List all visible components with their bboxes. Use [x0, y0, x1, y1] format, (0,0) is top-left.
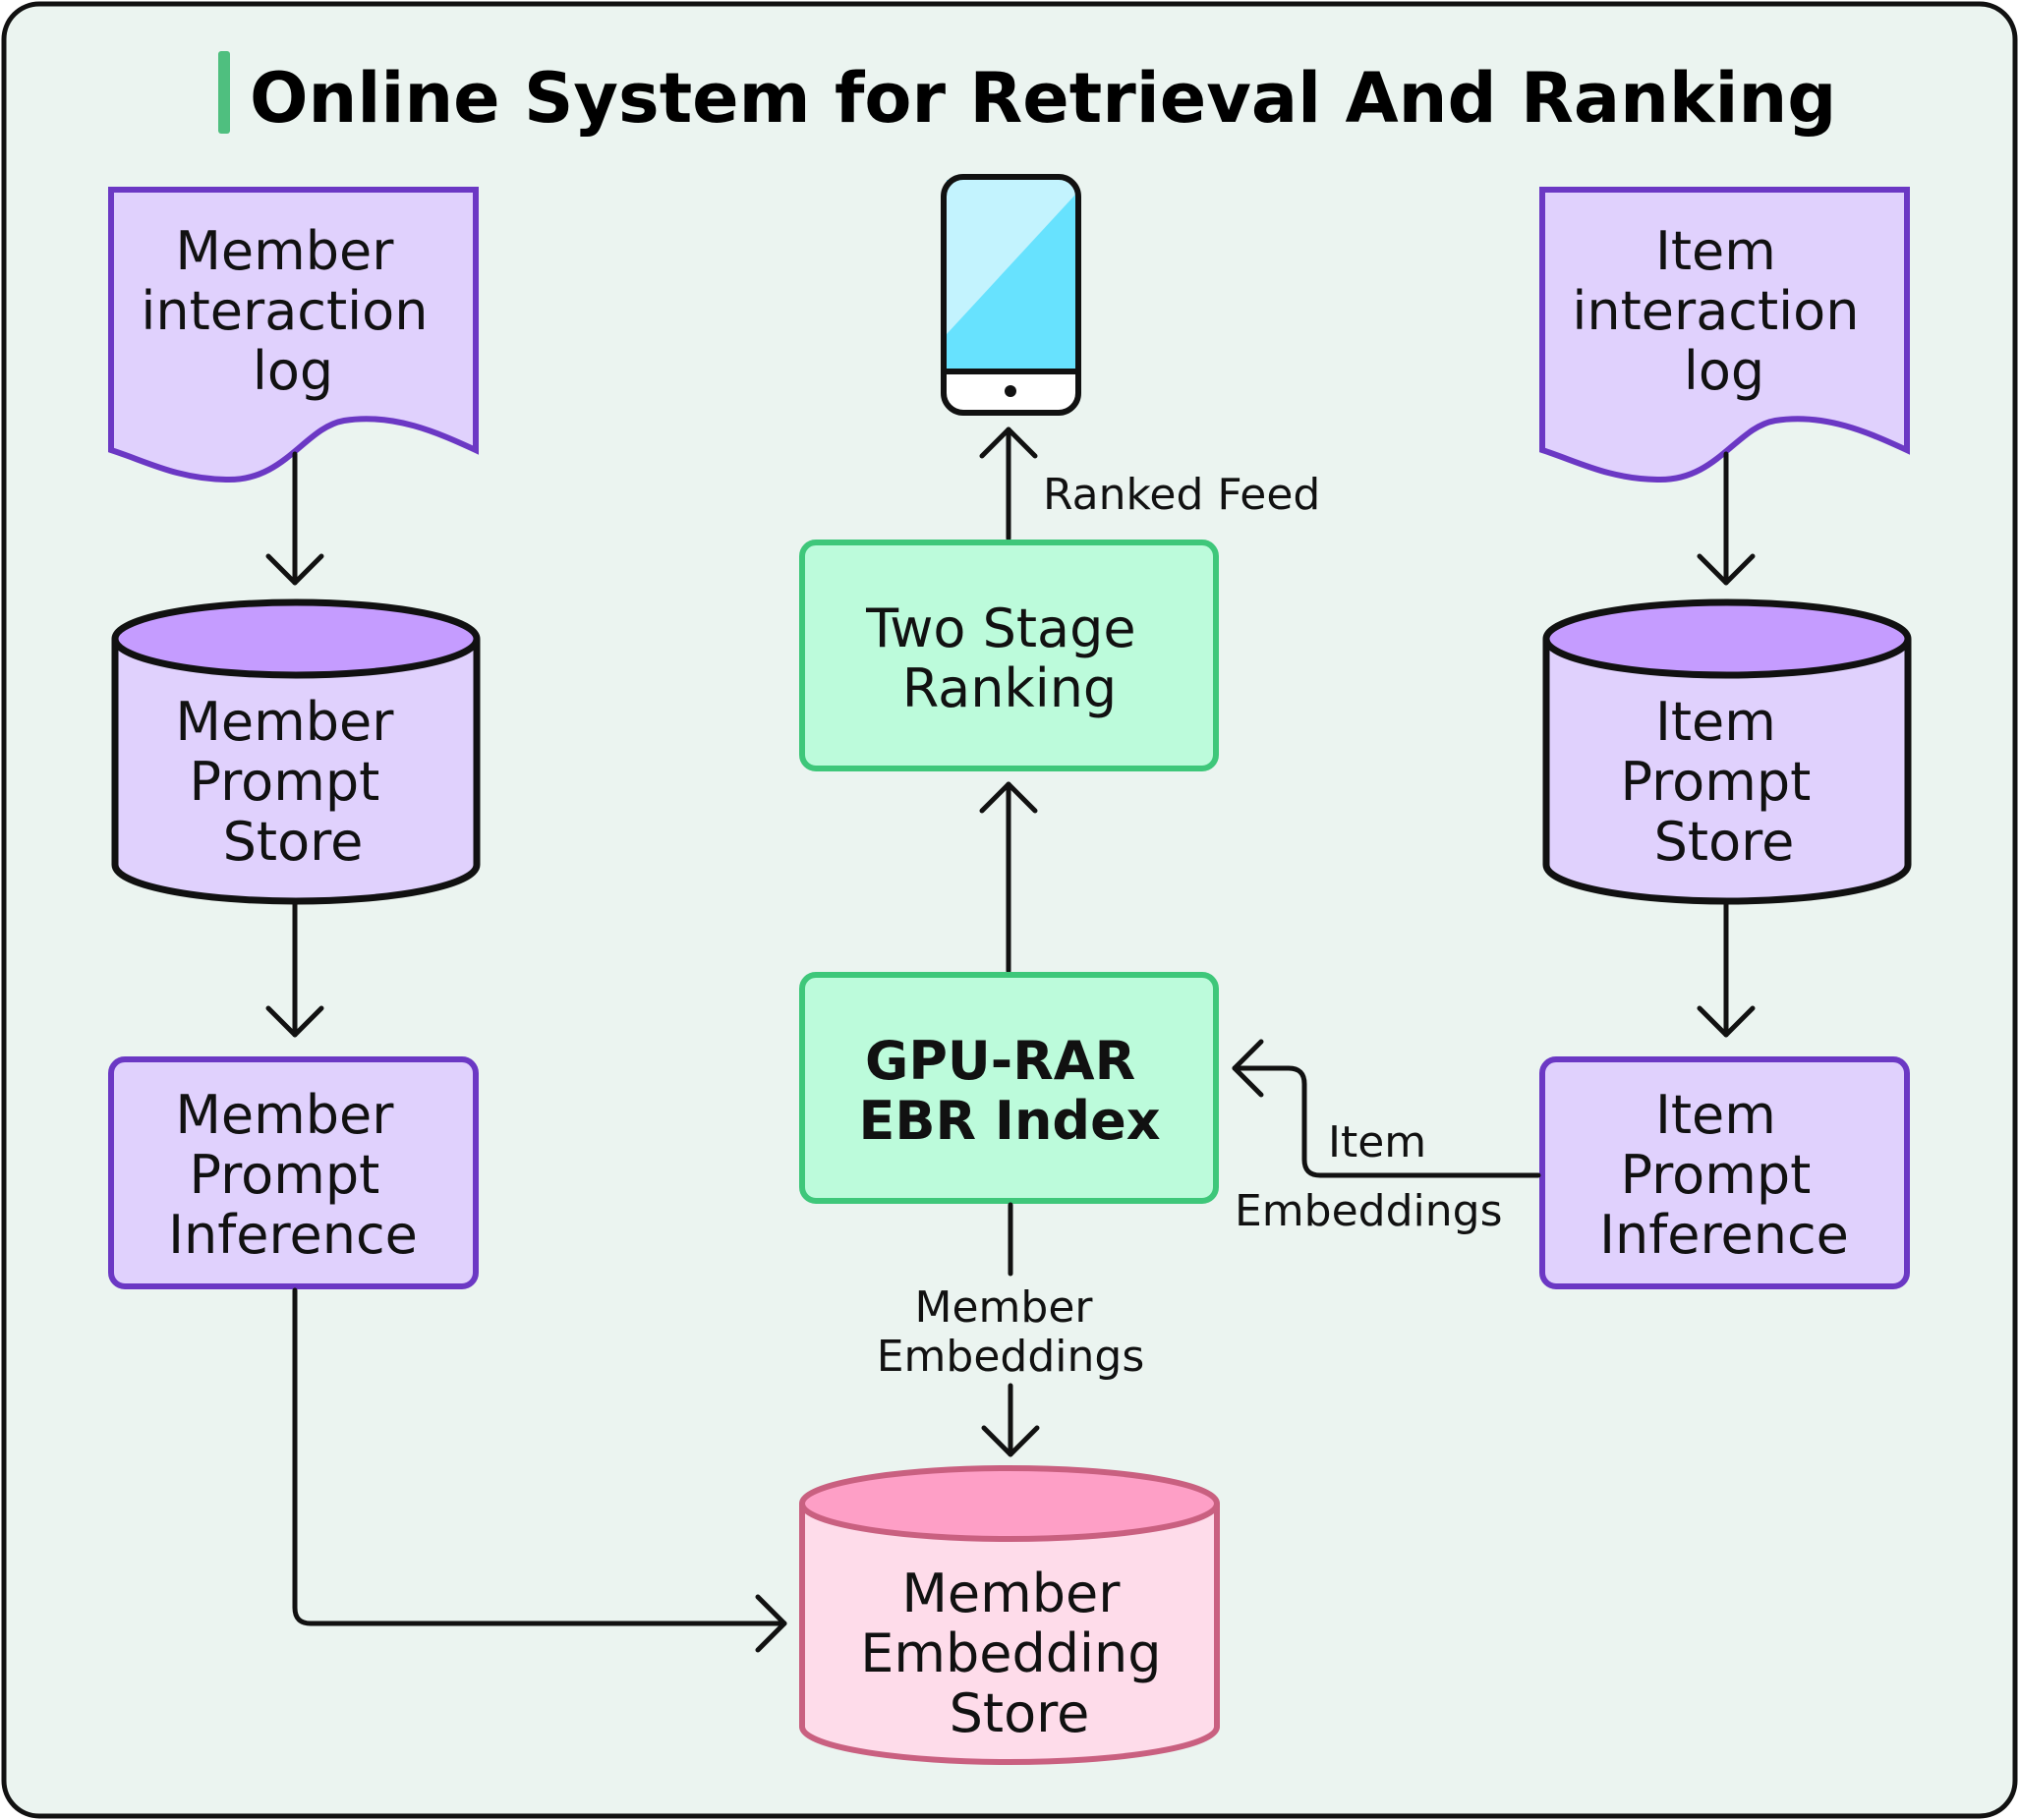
- member-embedding-store-label: Member Embedding Store: [860, 1563, 1178, 1744]
- arrowhead-item-log-to-store: [1697, 553, 1756, 586]
- gpu-rar-ebr-index-node: GPU-RAR EBR Index: [799, 972, 1219, 1204]
- edge-label-ranked-feed: Ranked Feed: [1043, 470, 1320, 520]
- arrowhead-member-inference-to-embedding-store: [755, 1594, 787, 1653]
- edge-item-inference-to-gpu-rar: [1232, 1065, 1541, 1178]
- member-interaction-log-node: Member interaction log: [108, 187, 479, 483]
- item-interaction-log-node: Item interaction log: [1539, 187, 1910, 483]
- arrowhead-item-inference-to-gpu-rar: [1232, 1039, 1264, 1098]
- item-prompt-store-label: Item Prompt Store: [1621, 691, 1828, 873]
- member-embedding-store-node: Member Embedding Store: [799, 1465, 1220, 1765]
- arrowhead-item-store-to-inference: [1697, 1005, 1756, 1038]
- member-prompt-store-node: Member Prompt Store: [111, 598, 481, 905]
- member-prompt-inference-node: Member Prompt Inference: [108, 1056, 479, 1289]
- edge-label-member-embeddings: Member Embeddings: [877, 1282, 1145, 1382]
- edge-member-inference-to-embedding-store: [292, 1287, 787, 1626]
- two-stage-ranking-node: Two Stage Ranking: [799, 540, 1219, 771]
- arrowhead-member-store-to-inference: [265, 1005, 324, 1038]
- title-accent-bar: [218, 51, 230, 134]
- diagram-title: Online System for Retrieval And Ranking: [250, 58, 1836, 139]
- arrowhead-ranking-to-device: [979, 427, 1038, 459]
- gpu-rar-label: GPU-RAR EBR Index: [858, 1030, 1160, 1152]
- smartphone-icon: [941, 174, 1081, 416]
- arrowhead-gpu-rar-to-ranking: [979, 781, 1038, 814]
- arrowhead-gpu-rar-to-embedding-store: [981, 1425, 1040, 1457]
- member-prompt-inference-label: Member Prompt Inference: [168, 1084, 418, 1266]
- member-prompt-store-label: Member Prompt Store: [175, 691, 410, 873]
- arrowhead-member-log-to-store: [265, 553, 324, 586]
- item-prompt-inference-node: Item Prompt Inference: [1539, 1056, 1910, 1289]
- member-log-label: Member interaction log: [141, 220, 444, 402]
- item-prompt-store-node: Item Prompt Store: [1542, 598, 1912, 905]
- edge-label-item-embeddings: Item Embeddings: [1235, 1117, 1503, 1236]
- item-prompt-inference-label: Item Prompt Inference: [1599, 1084, 1849, 1266]
- item-log-label: Item interaction log: [1572, 220, 1875, 402]
- two-stage-ranking-label: Two Stage Ranking: [865, 597, 1153, 719]
